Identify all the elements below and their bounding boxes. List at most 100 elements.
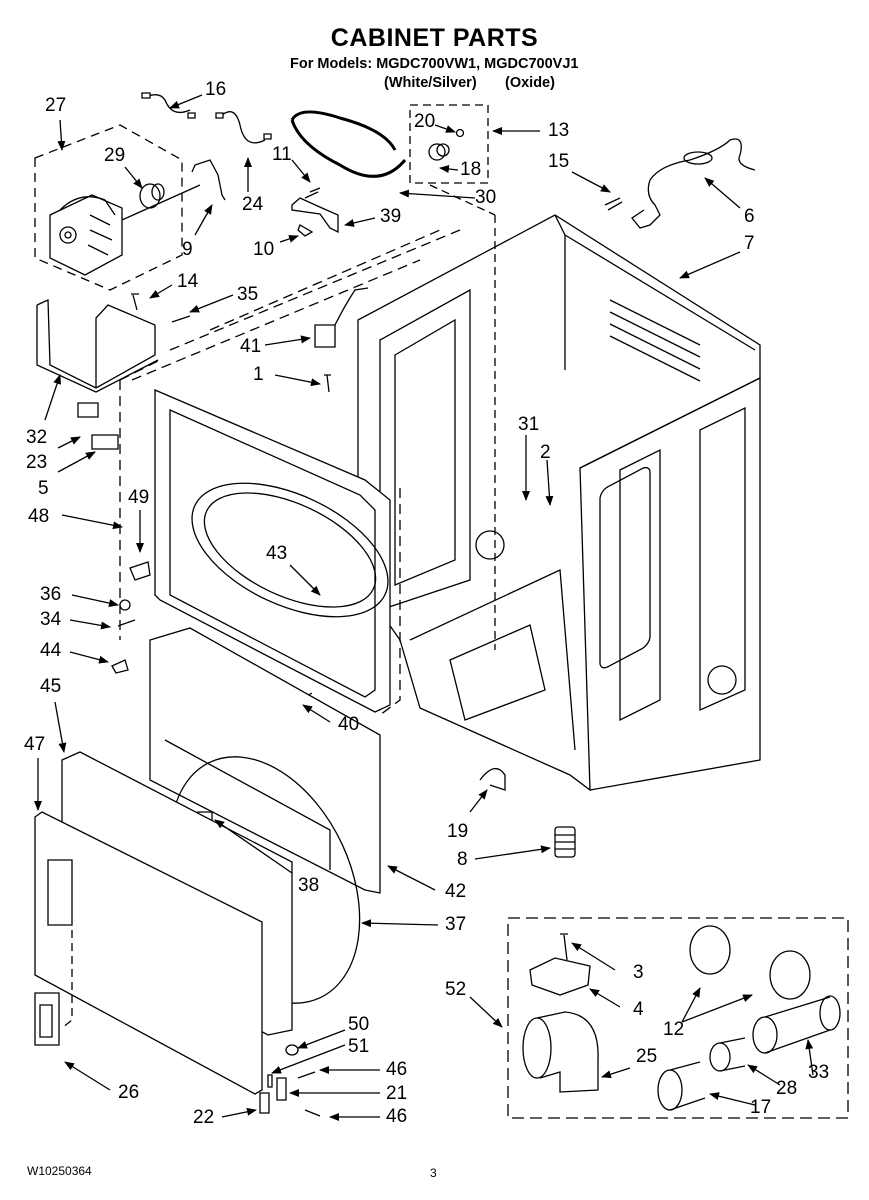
motor-mount-dashed [132,230,460,380]
callout-47: 47 [24,734,46,755]
leader-dashed [430,185,495,215]
door-handle-26 [35,993,59,1045]
arrow-35 [189,295,233,312]
callout-40: 40 [338,714,360,735]
arrow-28 [747,1065,780,1085]
elbow-25 [523,1012,598,1092]
callout-9: 9 [182,239,193,260]
clamp-17 [658,1062,705,1110]
callout-33: 33 [808,1062,830,1083]
screw-15 [605,198,622,210]
screw-46-upper [298,1072,315,1078]
arrow-32 [45,374,61,420]
access-cover-4 [530,958,590,995]
callout-8: 8 [457,849,468,870]
arrow-34 [70,620,111,630]
callout-21: 21 [386,1083,408,1104]
arrow-8 [475,845,551,859]
arrow-50 [297,1030,345,1048]
door-switch-41 [315,288,368,347]
arrow-25 [601,1068,630,1079]
callout-44: 44 [40,640,62,661]
idler-pulley-18 [429,144,449,160]
arrow-6 [704,177,740,208]
wire-harness-24 [222,112,265,143]
arrow-22 [222,1107,257,1117]
callout-2: 2 [540,442,551,463]
arrow-29 [125,167,143,189]
arrow-19 [470,789,488,812]
color-white-silver: (White/Silver) [384,75,477,91]
callout-16: 16 [205,79,227,100]
plug-36 [120,600,130,610]
page-title: CABINET PARTS [330,24,539,52]
door-strike-49 [130,562,150,580]
leader-arrows [34,95,813,1121]
arrow-23 [58,437,81,448]
callout-51: 51 [348,1036,370,1057]
arrow-1 [275,375,321,387]
callout-6: 6 [744,206,755,227]
exhaust-pipe-33 [753,996,840,1053]
hinge-plate-22 [260,1093,269,1113]
arrow-38 [214,819,292,873]
callout-32: 32 [26,427,48,448]
arrow-41 [265,335,311,345]
arrow-27 [57,120,66,151]
callout-48: 48 [28,506,50,527]
arrow-39 [344,218,375,227]
document-number: W10250364 [27,1164,92,1178]
idler-spring-10 [298,225,312,236]
power-cord-6 [632,139,755,228]
arrow-43 [290,565,321,596]
arrow-45 [55,702,67,753]
plug-50 [286,1045,298,1055]
drive-belt-30 [292,112,405,176]
callout-4: 4 [633,999,644,1020]
callout-42: 42 [445,881,467,902]
coupling-28 [710,1038,745,1071]
callout-36: 36 [40,584,62,605]
callout-35: 35 [237,284,259,305]
blower-wheel-part-29 [140,184,164,208]
callout-22: 22 [193,1107,215,1128]
callout-49: 49 [128,487,150,508]
arrow-26 [64,1062,110,1090]
color-oxide: (Oxide) [505,75,555,91]
leveling-foot-8 [555,827,575,857]
arrow-33 [805,1039,813,1075]
switch-5 [92,435,118,449]
wire-harness-16 [148,95,190,113]
callout-15: 15 [548,151,570,172]
arrow-2 [545,460,554,506]
callout-25: 25 [636,1046,658,1067]
callout-7: 7 [744,233,755,254]
callout-38: 38 [298,875,320,896]
screw-3 [560,934,568,960]
arrow-14 [149,285,172,298]
arrow-16 [169,95,202,108]
arrow-52 [470,997,503,1028]
callout-5: 5 [38,478,49,499]
door-handle-grip [40,1005,52,1037]
models-line: For Models: MGDC700VW1, MGDC700VJ1 [290,56,579,72]
door-liner-recess [165,740,330,870]
arrow-11 [292,160,311,183]
door-window-pocket [48,860,72,925]
outer-door-47 [35,812,262,1094]
callout-18: 18 [460,159,482,180]
drive-motor [50,185,200,275]
arrow-30 [399,189,475,198]
idler-bolt-11 [305,188,320,198]
page-number: 3 [430,1166,437,1180]
callout-13: 13 [548,120,570,141]
callout-3: 3 [633,962,644,983]
callout-43: 43 [266,543,288,564]
vent-caps-12 [690,926,810,999]
callout-46-upper: 46 [386,1059,408,1080]
callout-26: 26 [118,1082,140,1103]
motor-kit-dashed-box [35,125,182,290]
arrow-3 [571,943,615,970]
idler-bracket-39 [292,198,338,232]
